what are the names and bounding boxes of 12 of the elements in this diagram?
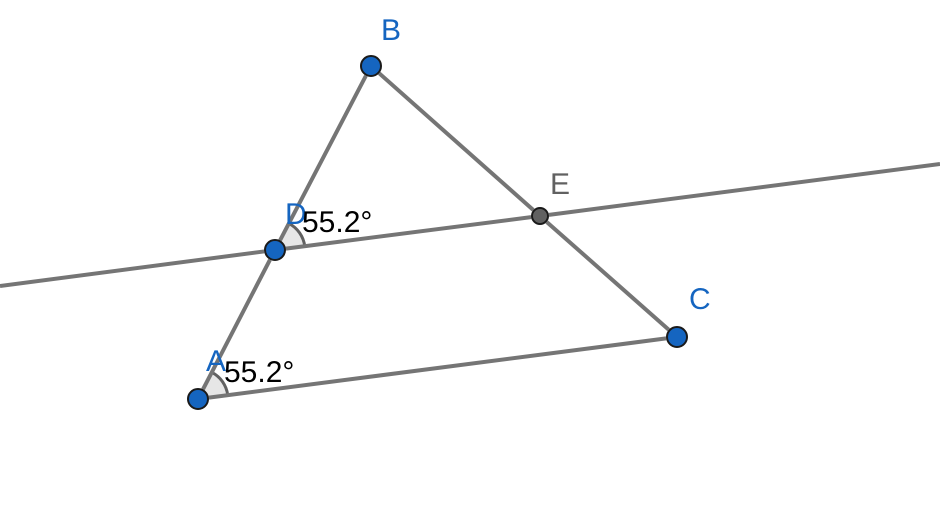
line-segment — [278, 74, 368, 242]
line-segment — [548, 162, 940, 217]
point-label: E — [550, 170, 570, 200]
line-segment — [545, 220, 670, 332]
line-segment — [0, 249, 264, 288]
point-label: C — [689, 285, 711, 315]
line-segment — [378, 72, 535, 212]
angle-label: 55.2° — [224, 358, 294, 388]
point-label: B — [381, 16, 402, 46]
line-segment — [286, 215, 532, 251]
line-segment — [201, 258, 272, 390]
line-segment — [208, 336, 666, 400]
